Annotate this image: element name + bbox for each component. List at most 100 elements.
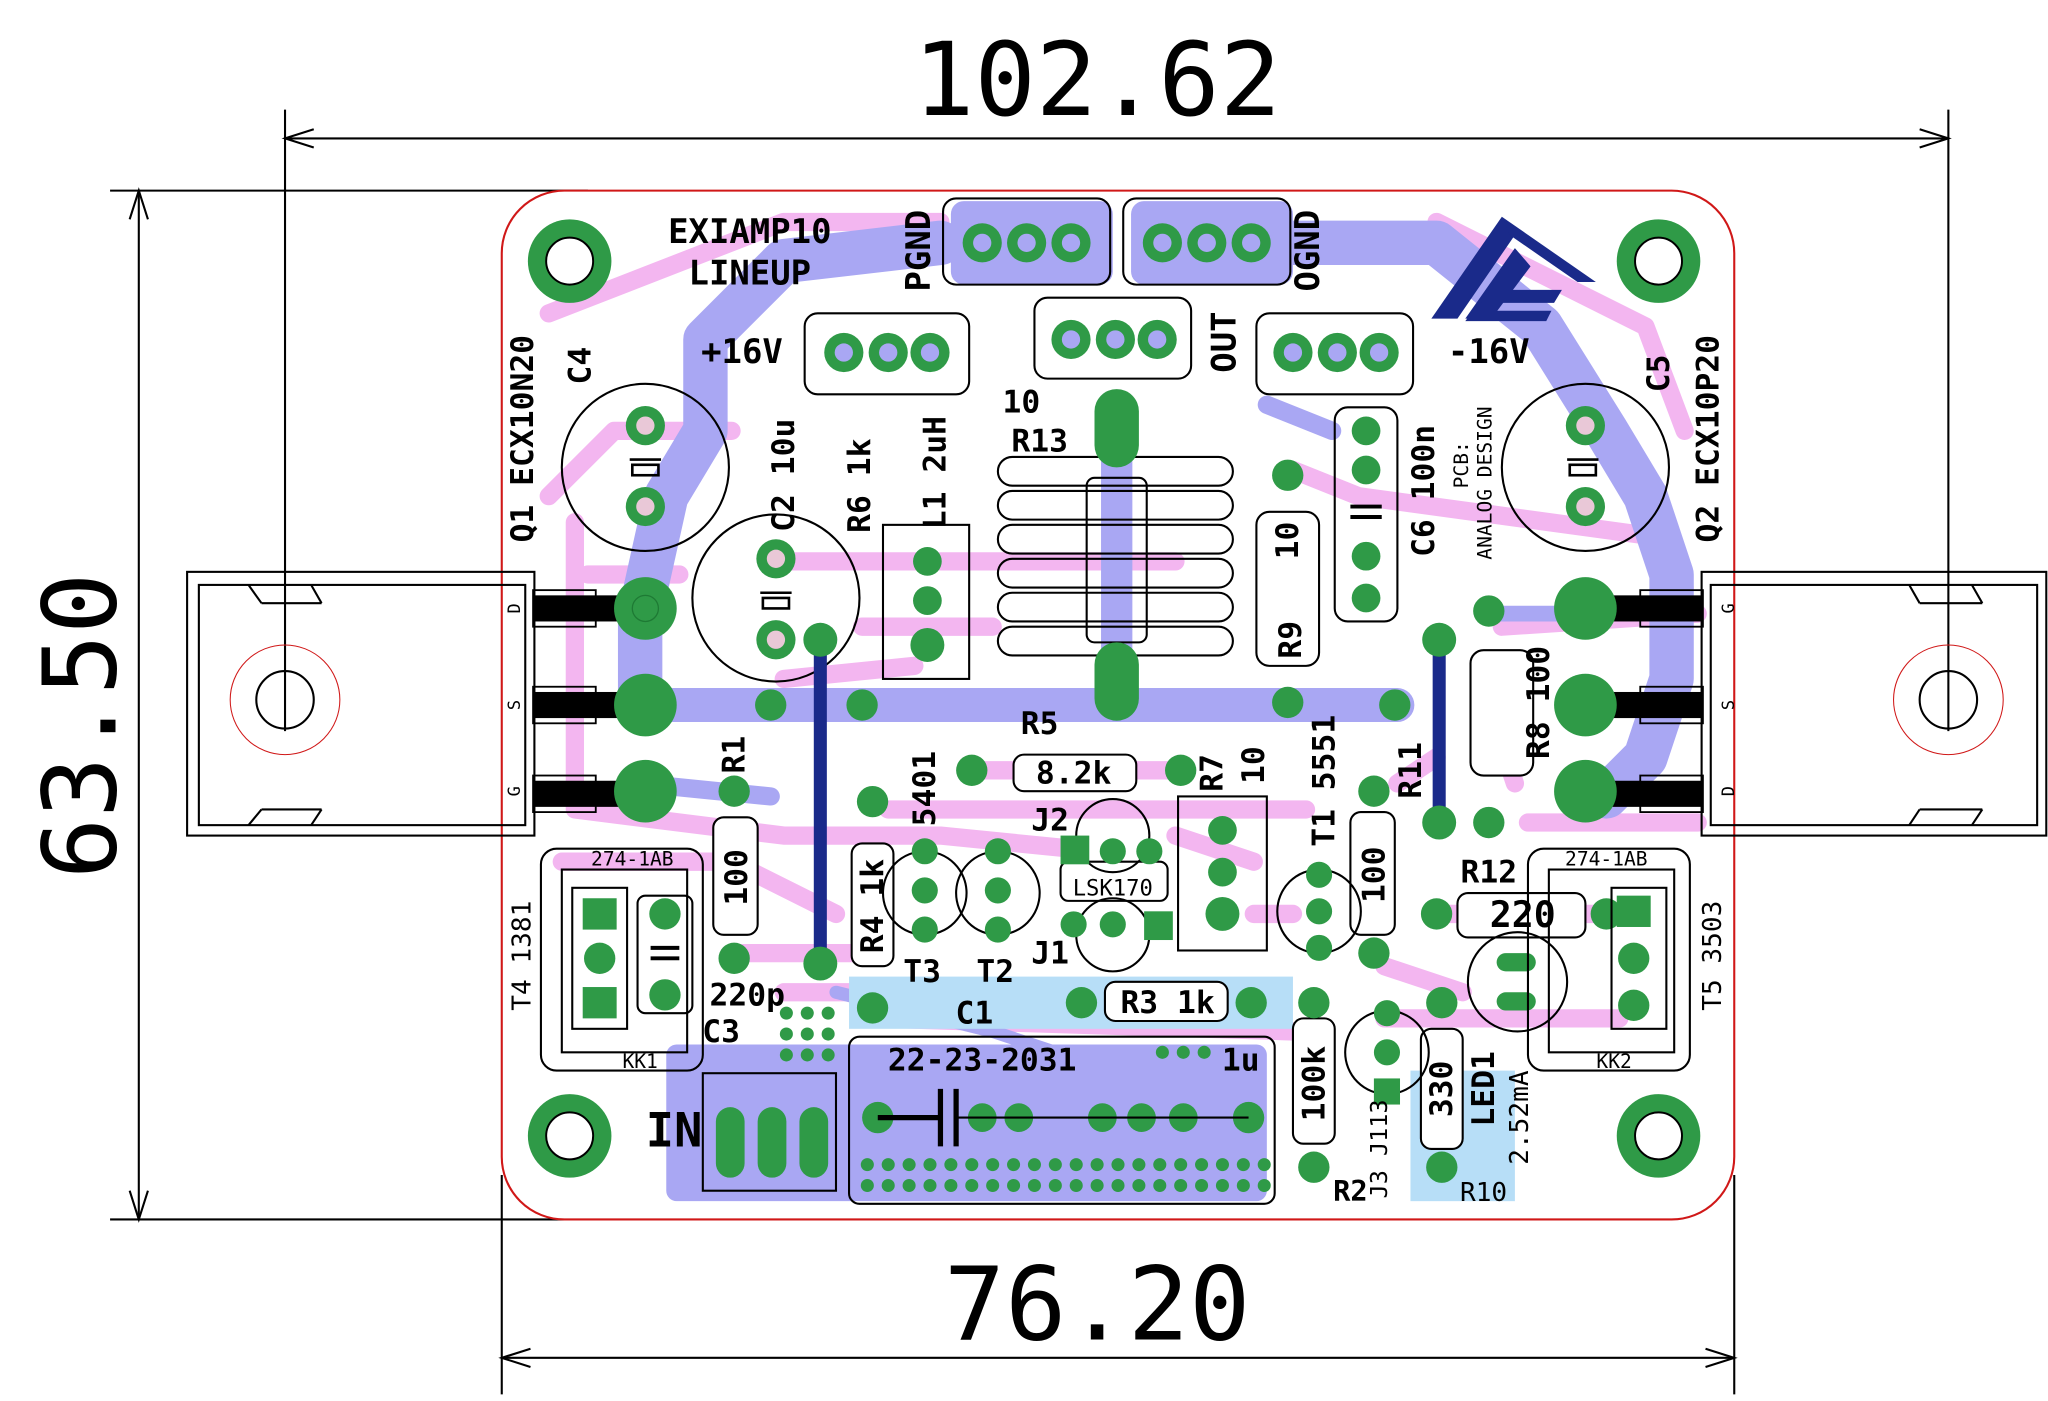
label-r4: R4 1k <box>855 859 891 953</box>
grid-pad <box>1111 1158 1125 1172</box>
trimmer-pads <box>910 547 1240 931</box>
grid-pad <box>923 1158 937 1172</box>
grid-pad <box>821 1048 835 1062</box>
label-kk2: KK2 <box>1596 1050 1631 1073</box>
grid-pad <box>881 1178 895 1193</box>
q2-pin-d: D <box>1719 786 1739 796</box>
grid-pad <box>986 1158 1000 1172</box>
label-r1-val: 100 <box>719 849 755 906</box>
grid-pad <box>1111 1178 1125 1193</box>
label-current: 2.52mA <box>1505 1070 1535 1165</box>
c1-footprint <box>848 1035 1276 1205</box>
grid-pad <box>965 1158 979 1172</box>
grid-pad <box>1048 1178 1062 1193</box>
label-j3: J3 J113 <box>1365 1099 1393 1198</box>
q1-body <box>186 570 536 837</box>
grid-pad <box>1069 1158 1083 1172</box>
grid-pad <box>1257 1178 1271 1193</box>
c1-dot-grid <box>779 1006 1271 1193</box>
q2-hole-ring <box>1893 644 2004 756</box>
grid-pad <box>821 1006 835 1020</box>
label-t4: T4 1381 <box>507 901 537 1011</box>
grid-pad <box>902 1178 916 1193</box>
trimmer-outlines <box>881 523 1268 952</box>
analog-design-logo <box>1431 216 1596 322</box>
label-c2: C2 10u <box>766 419 802 532</box>
label-r12: R12 <box>1460 855 1517 891</box>
grid-pad <box>1215 1158 1229 1172</box>
q1-pin-s: S <box>505 700 525 710</box>
label-conn: 22-23-2031 <box>888 1043 1077 1079</box>
label-r7: R7 <box>1194 754 1230 792</box>
small-heatsink-pads <box>582 895 1651 1021</box>
grid-pad <box>1090 1158 1104 1172</box>
grid-pad <box>1132 1158 1146 1172</box>
inductor-pads <box>1094 389 1139 721</box>
q-leg-boxes <box>532 589 1704 814</box>
label-q2: Q2 ECX10P20 <box>1691 335 1727 542</box>
grid-pad <box>1069 1178 1083 1193</box>
silk-text: EXIAMP10 LINEUP PGND OGND OUT +16V -16V … <box>505 210 1728 1208</box>
header-holes <box>834 233 1389 362</box>
dimension-arrows <box>128 128 1952 1368</box>
grid-pad <box>860 1178 874 1193</box>
resistor-pads <box>718 459 1622 1183</box>
grid-pad <box>965 1178 979 1193</box>
label-out: OUT <box>1205 311 1245 372</box>
board-title-2: LINEUP <box>689 254 812 294</box>
label-led1: LED1 <box>1466 1051 1502 1126</box>
jumper-pads <box>755 622 1457 981</box>
q-pads <box>614 577 1617 823</box>
grid-pad <box>1197 1045 1211 1059</box>
small-cap-symbols <box>650 504 1382 961</box>
label-r7-val: 10 <box>1236 746 1272 784</box>
label-q1: Q1 ECX10N20 <box>505 335 541 542</box>
grid-pad <box>1257 1158 1271 1172</box>
grid-pad <box>779 1048 793 1062</box>
grid-pad <box>779 1006 793 1020</box>
label-r13-val: 10 <box>1003 385 1041 421</box>
label-c3-val: 220p <box>709 977 784 1013</box>
credit-2: ANALOG DESIGN <box>1473 406 1496 559</box>
grid-pad <box>1236 1178 1250 1193</box>
cap-holes <box>636 416 1595 649</box>
grid-pad <box>1007 1178 1021 1193</box>
grid-pad <box>1027 1178 1041 1193</box>
dimension-top: 102.62 <box>913 21 1281 140</box>
label-r13: R13 <box>1011 424 1068 460</box>
q2-pin-s: S <box>1719 700 1739 710</box>
grid-pad <box>1155 1045 1169 1059</box>
label-r9-val: 10 <box>1270 522 1306 560</box>
label-r12-val: 220 <box>1490 893 1556 936</box>
label-t1: T1 5551 <box>1307 715 1343 847</box>
dimension-bottom: 76.20 <box>944 1246 1251 1365</box>
small-heatsink-outlines <box>539 847 1691 1072</box>
grid-pad <box>1048 1158 1062 1172</box>
label-t3: T3 <box>903 954 941 990</box>
c6-pads <box>1351 416 1381 613</box>
label-r10: R10 <box>1460 1178 1507 1208</box>
q1-pin-g: G <box>505 786 525 796</box>
q2-pin-g: G <box>1719 603 1739 613</box>
label-c4: C4 <box>563 347 599 385</box>
label-r2: R2 <box>1333 1174 1368 1208</box>
grid-pad <box>944 1158 958 1172</box>
label-c5: C5 <box>1641 355 1677 393</box>
q2-body <box>1700 570 2048 837</box>
dimension-lines <box>110 109 1950 1395</box>
grid-pad <box>902 1158 916 1172</box>
label-hs-right: 274-1AB <box>1565 848 1648 871</box>
label-r5: R5 <box>1021 706 1059 742</box>
small-transistor-pads <box>911 835 1536 1105</box>
grid-pad <box>1174 1158 1188 1172</box>
label-hs-left: 274-1AB <box>591 848 674 871</box>
label-lsk: LSK170 <box>1073 876 1153 902</box>
grid-pad <box>1215 1178 1229 1193</box>
dimension-left: 63.50 <box>21 573 140 880</box>
grid-pad <box>860 1158 874 1172</box>
label-r2-val: 100k <box>1296 1046 1332 1122</box>
label-r1: R1 <box>717 736 753 774</box>
c1-symbol <box>877 1088 1249 1147</box>
